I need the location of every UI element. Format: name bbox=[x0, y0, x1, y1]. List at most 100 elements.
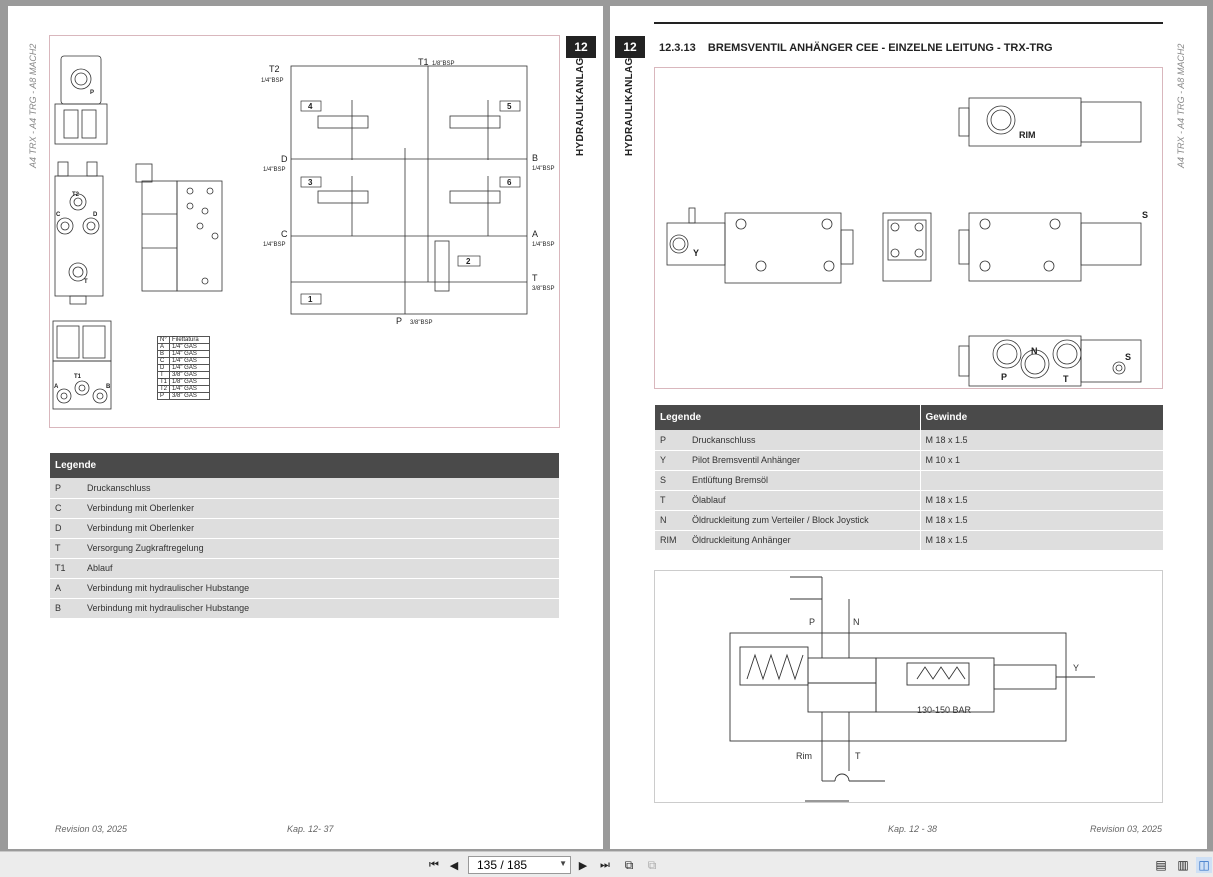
port-label-b: B bbox=[532, 153, 538, 163]
legend-code: T bbox=[655, 490, 687, 511]
side-label-d: D bbox=[93, 212, 98, 218]
left-legend-header: Legende bbox=[50, 453, 559, 478]
thread-table-cell: T2 bbox=[156, 385, 171, 393]
legend-code: T bbox=[50, 538, 82, 559]
port-label-p: P bbox=[396, 316, 402, 326]
left-chapter-number: 12 bbox=[566, 36, 596, 58]
right-page: 12 HYDRAULIKANLAGE A4 TRX - A4 TRG - A8 … bbox=[610, 6, 1207, 849]
legend-desc: Druckanschluss bbox=[82, 478, 559, 499]
side-label-b: B bbox=[106, 384, 111, 390]
legend-code: T1 bbox=[50, 558, 82, 579]
two-page-view-icon[interactable]: ◫ bbox=[1196, 857, 1212, 873]
legend-desc: Ölablauf bbox=[687, 490, 920, 511]
right-technical-drawing: RIM Y S N P T S bbox=[666, 97, 1148, 387]
valve-side-view bbox=[141, 180, 178, 292]
legend-desc: Verbindung mit hydraulischer Hubstange bbox=[82, 598, 559, 619]
schematic-label-y: Y bbox=[1073, 663, 1079, 673]
thread-table-cell: 3/8" GAS bbox=[169, 392, 211, 400]
single-page-view-icon[interactable]: ▤ bbox=[1155, 858, 1167, 872]
thread-table-cell: 1/4" GAS bbox=[169, 385, 211, 393]
port-label-t2: T2 bbox=[269, 64, 280, 74]
drawing-label-p: P bbox=[1001, 372, 1007, 382]
section-rule bbox=[654, 22, 1163, 24]
right-chapter-number: 12 bbox=[615, 36, 645, 58]
port-size-t2: 1/4"BSP bbox=[261, 78, 283, 84]
legend-code: Y bbox=[655, 450, 687, 471]
viewer-toolbar: ⏮ ◀ 135 / 185 ▼ ▶ ⏭ ⧉ ⧉ ▤ ▥ ◫ bbox=[0, 851, 1213, 877]
legend-code: S bbox=[655, 470, 687, 491]
thread-table-cell: A bbox=[156, 343, 171, 351]
legend-desc: Pilot Bremsventil Anhänger bbox=[687, 450, 920, 471]
drawing-label-s2: S bbox=[1125, 352, 1131, 362]
legend-code: P bbox=[655, 430, 687, 451]
brake-valve-schematic: P N Y 130-150 BAR Rim T bbox=[729, 576, 1095, 802]
legend-code: P bbox=[50, 478, 82, 499]
thread-table-cell: 3/8" GAS bbox=[169, 371, 211, 379]
port-size-t: 3/8"BSP bbox=[532, 286, 554, 292]
schematic-label-t: T bbox=[855, 751, 861, 761]
right-footer-page: Kap. 12 - 38 bbox=[888, 824, 938, 834]
side-label-c: C bbox=[56, 212, 61, 218]
legend-desc: Ablauf bbox=[82, 558, 559, 579]
side-label-a: A bbox=[54, 384, 59, 390]
legend-thread: M 10 x 1 bbox=[919, 450, 1163, 471]
left-footer-page: Kap. 12- 37 bbox=[287, 824, 334, 834]
drawing-label-s: S bbox=[1142, 210, 1148, 220]
left-page: A4 TRX - A4 TRG - A8 MACH2 bbox=[8, 6, 603, 849]
last-page-icon[interactable]: ⏭ bbox=[600, 858, 610, 871]
thread-table-cell: B bbox=[156, 350, 171, 358]
legend-thread: M 18 x 1.5 bbox=[919, 530, 1163, 551]
valve-number-5: 5 bbox=[507, 102, 512, 111]
port-size-d: 1/4"BSP bbox=[263, 167, 285, 173]
legend-desc: Öldruckleitung zum Verteiler / Block Joy… bbox=[687, 510, 920, 531]
port-label-t: T bbox=[532, 273, 538, 283]
left-side-text: A4 TRX - A4 TRG - A8 MACH2 bbox=[28, 43, 38, 168]
right-drawing-frame: RIM Y S N P T S bbox=[654, 67, 1163, 389]
port-label-c: C bbox=[281, 229, 288, 239]
left-technical-drawing: T2 1/4"BSP T1 1/8"BSP D 1/4"BSP B 1/4"BS… bbox=[52, 55, 554, 410]
schematic-label-rim: Rim bbox=[796, 751, 812, 761]
valve-front-view bbox=[724, 212, 842, 284]
copy-icon[interactable]: ⧉ bbox=[624, 857, 634, 872]
left-footer-revision: Revision 03, 2025 bbox=[55, 824, 128, 834]
thread-table-cell: 1/4" GAS bbox=[169, 350, 211, 358]
page-number-input[interactable]: 135 / 185 ▼ bbox=[468, 856, 571, 874]
first-page-icon[interactable]: ⏮ bbox=[429, 858, 439, 871]
left-chapter-title: HYDRAULIKANLAGE bbox=[575, 50, 586, 156]
schematic-label-n: N bbox=[853, 617, 860, 627]
legend-desc: Verbindung mit hydraulischer Hubstange bbox=[82, 578, 559, 599]
legend-code: D bbox=[50, 518, 82, 539]
valve-side-view bbox=[882, 212, 932, 282]
next-page-icon[interactable]: ▶ bbox=[578, 859, 588, 872]
port-size-b: 1/4"BSP bbox=[532, 166, 554, 172]
legend-desc: Öldruckleitung Anhänger bbox=[687, 530, 920, 551]
legend-desc: Druckanschluss bbox=[687, 430, 920, 451]
thread-table-cell: 1/4" GAS bbox=[169, 343, 211, 351]
valve-number-2: 2 bbox=[466, 257, 471, 266]
thread-table-cell: 1/8" GAS bbox=[169, 378, 211, 386]
legend-desc: Verbindung mit Oberlenker bbox=[82, 518, 559, 539]
legend-thread bbox=[919, 470, 1163, 491]
paste-icon[interactable]: ⧉ bbox=[647, 857, 657, 872]
legend-thread: M 18 x 1.5 bbox=[919, 430, 1163, 451]
port-label-d: D bbox=[281, 154, 288, 164]
section-title: 12.3.13 BREMSVENTIL ANHÄNGER CEE - EINZE… bbox=[659, 42, 1053, 54]
legend-thread: M 18 x 1.5 bbox=[919, 490, 1163, 511]
valve-number-4: 4 bbox=[308, 102, 313, 111]
drawing-label-t: T bbox=[1063, 374, 1069, 384]
chevron-down-icon[interactable]: ▼ bbox=[559, 859, 567, 868]
legend-code: N bbox=[655, 510, 687, 531]
continuous-view-icon[interactable]: ▥ bbox=[1177, 858, 1189, 872]
prev-page-icon[interactable]: ◀ bbox=[449, 859, 459, 872]
